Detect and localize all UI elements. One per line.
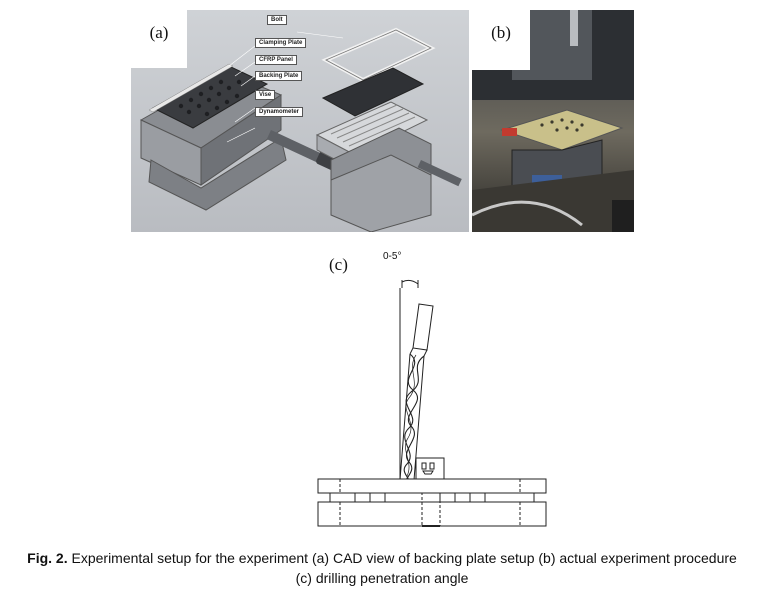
callout-vise: Vise	[255, 90, 276, 100]
experiment-photo-panel: (b)	[472, 10, 634, 232]
cad-view-panel: (a) Bolt Clamping Plate CFRP Panel Backi…	[131, 10, 469, 232]
figure-caption: Fig. 2. Experimental setup for the exper…	[20, 548, 744, 588]
callout-cfrp-panel: CFRP Panel	[255, 55, 297, 65]
caption-text: Experimental setup for the experiment (a…	[67, 550, 737, 586]
panel-a-label: (a)	[131, 10, 187, 68]
callout-clamping-plate: Clamping Plate	[255, 38, 307, 48]
drilling-angle-diagram	[317, 279, 547, 527]
angle-label: 0-5°	[383, 251, 402, 262]
figure-label: Fig. 2.	[27, 550, 68, 566]
panel-c-label: (c)	[329, 255, 348, 274]
panel-b-label: (b)	[472, 10, 530, 70]
callout-backing-plate: Backing Plate	[255, 71, 303, 81]
callout-bolt: Bolt	[267, 15, 287, 25]
callout-dynamometer: Dynamometer	[255, 107, 304, 117]
cad-illustration	[139, 27, 462, 232]
